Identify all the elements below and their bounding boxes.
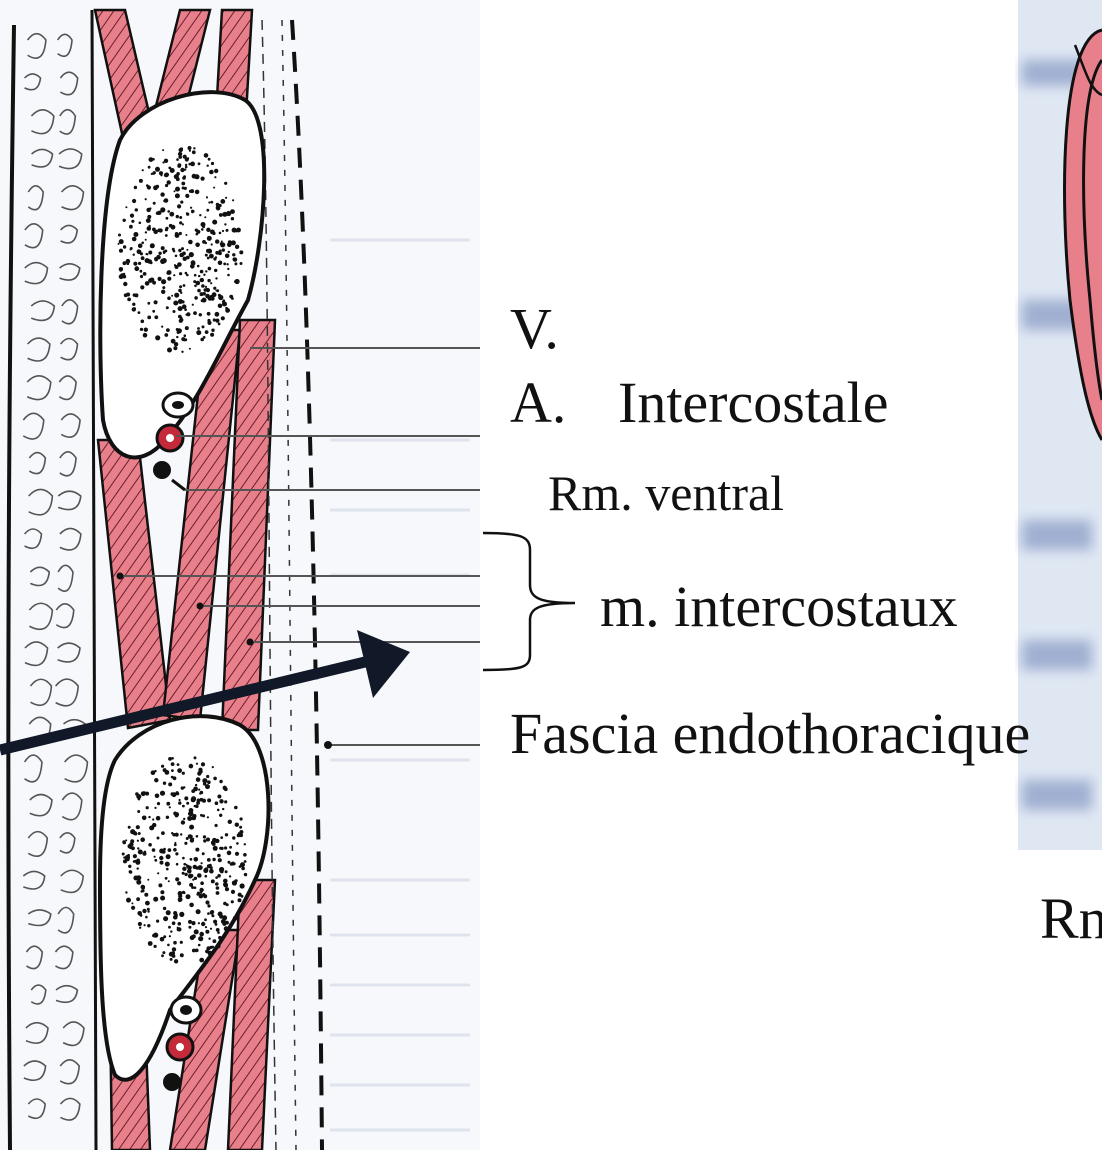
leader-dot (196, 602, 204, 610)
label-a: A. (510, 370, 567, 435)
leader-dot (246, 638, 254, 646)
background-text-bleed (330, 238, 470, 1132)
brace (482, 531, 576, 672)
intercostal-vessels-lower (163, 995, 203, 1091)
label-intercostale: Intercostale (618, 370, 889, 435)
fascia-strip (261, 19, 324, 1151)
label-v: V. (510, 296, 559, 361)
leader-dot (324, 741, 332, 749)
subcutaneous-layer (6, 9, 98, 1151)
label-fascia: Fascia endothoracique (510, 701, 1031, 766)
leader-lines (120, 347, 480, 746)
upper-rib (98, 90, 267, 460)
label-rm-ventral: Rm. ventral (548, 465, 785, 521)
label-m-intercostaux: m. intercostaux (600, 574, 958, 639)
needle-arrow (0, 630, 410, 756)
leader-dot (116, 572, 124, 580)
label-rm-partial: Rn (1040, 886, 1102, 951)
right-panel (1018, 0, 1102, 850)
intercostal-vessels-upper (153, 391, 195, 492)
